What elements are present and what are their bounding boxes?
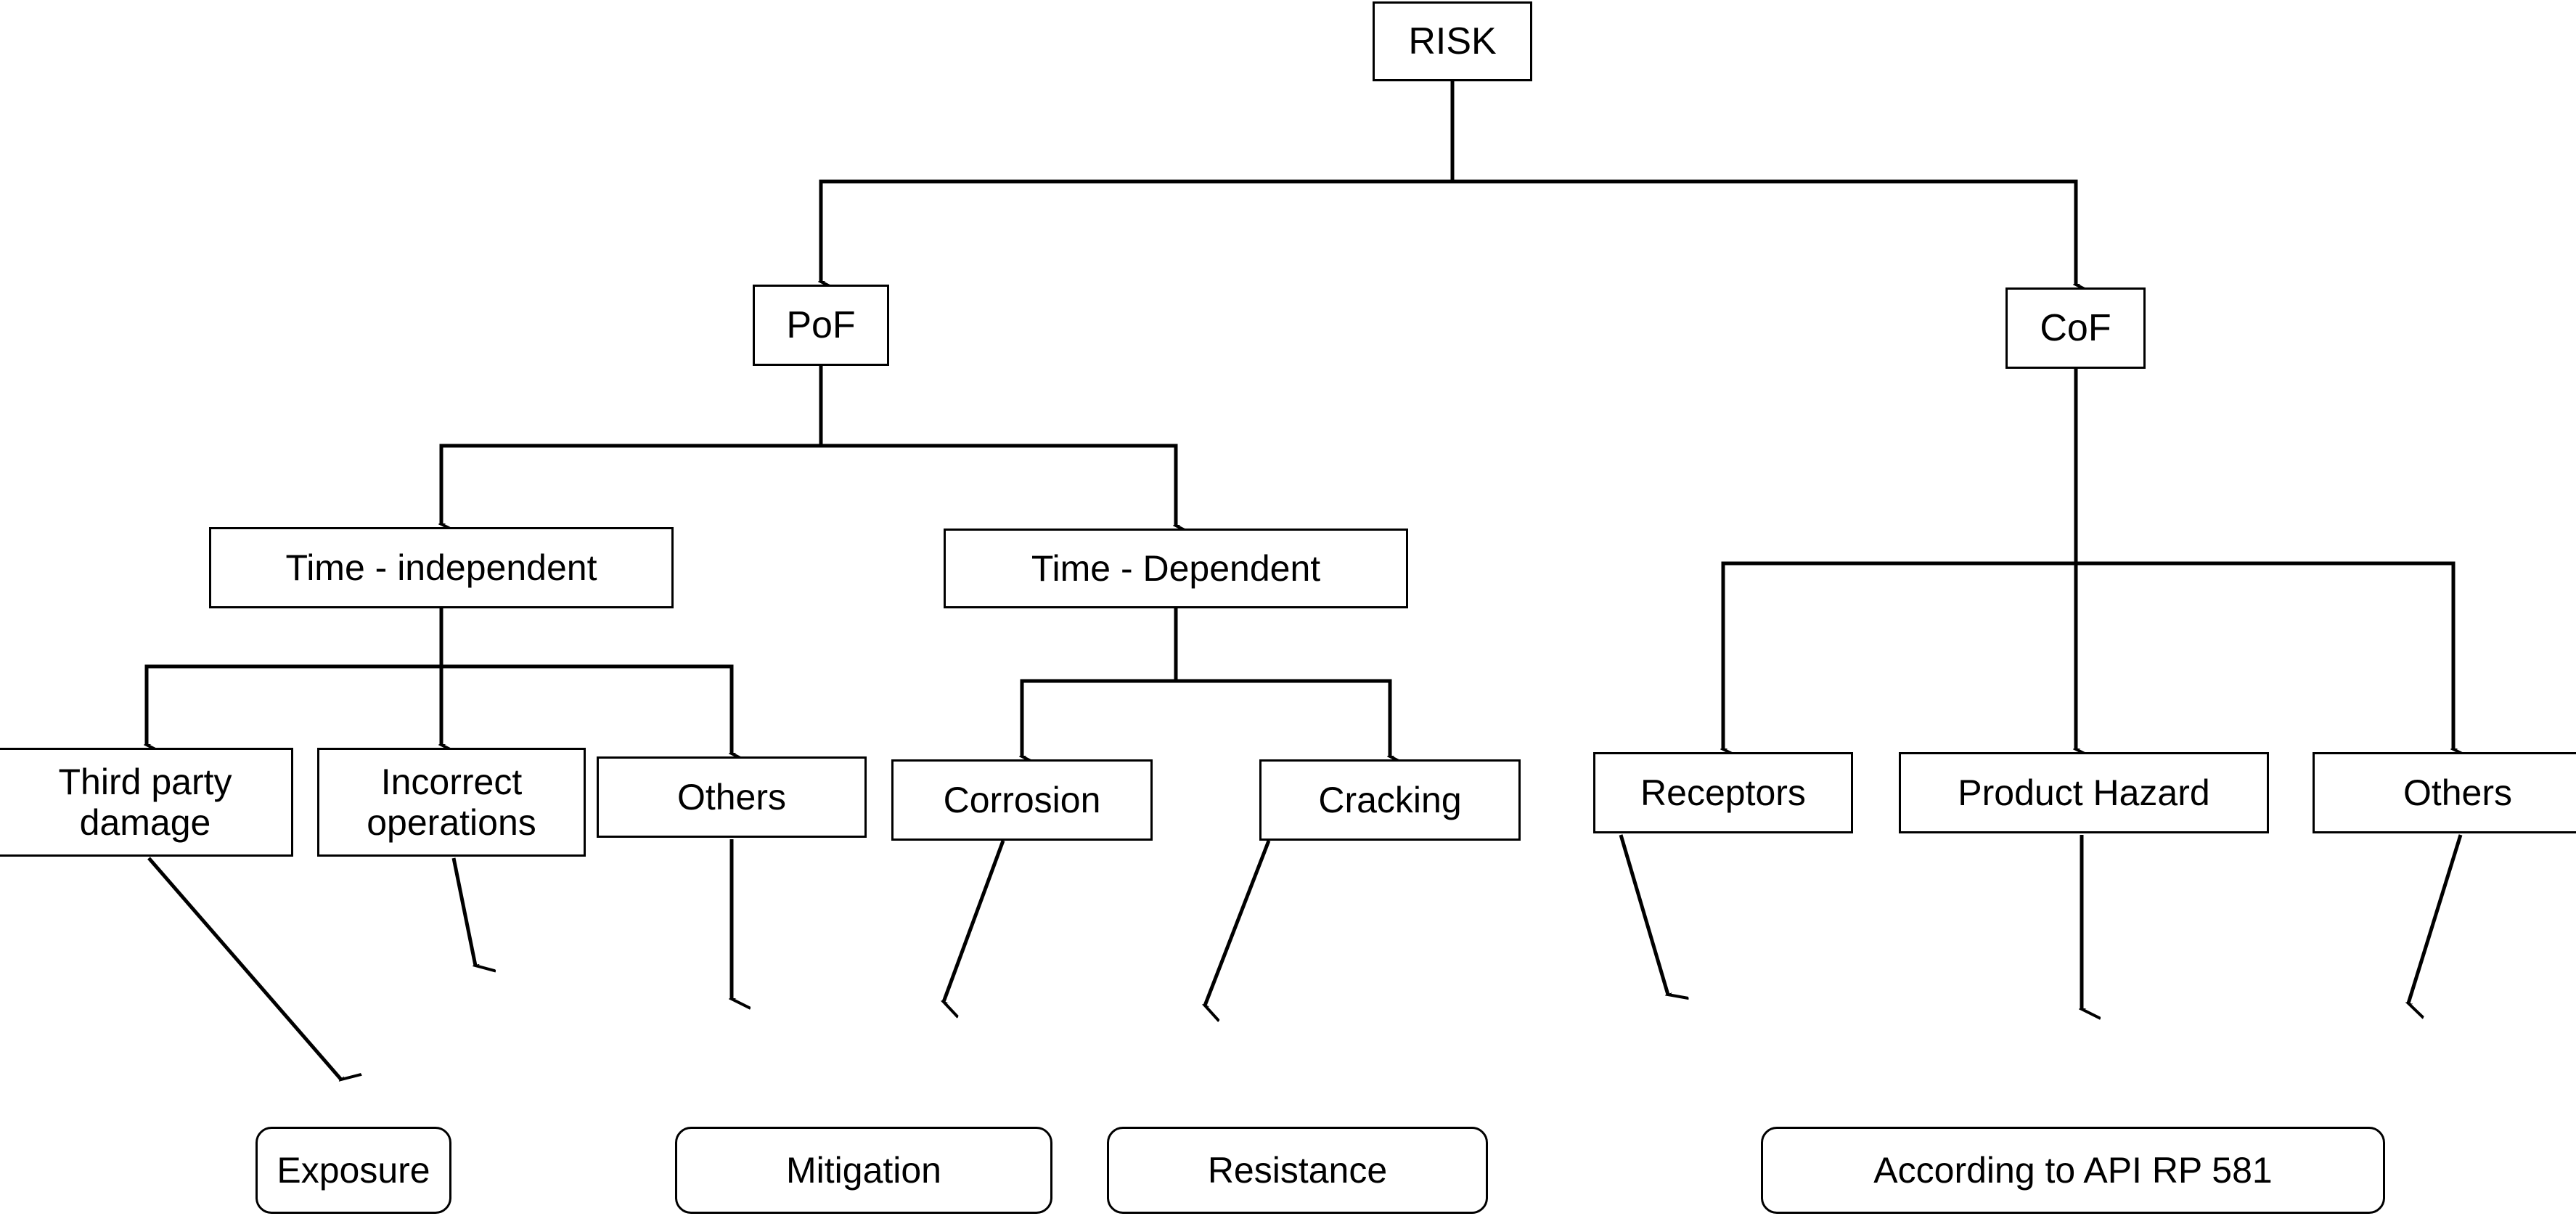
edge-cof-to-others xyxy=(2074,369,2453,749)
node-product-haz[interactable]: Product Hazard xyxy=(1899,752,2269,833)
node-others-pof[interactable]: Others xyxy=(597,756,867,838)
node-cracking[interactable]: Cracking xyxy=(1259,759,1521,841)
node-mitigation[interactable]: Mitigation xyxy=(675,1127,1052,1214)
node-others-cof[interactable]: Others xyxy=(2313,752,2576,833)
edge-corrosion-out xyxy=(944,840,1005,1002)
node-time-dep[interactable]: Time - Dependent xyxy=(944,529,1408,608)
node-resistance[interactable]: Resistance xyxy=(1107,1127,1488,1214)
edge-cof-to-receptors xyxy=(1723,369,2078,749)
edge-pof-to-time-independent xyxy=(441,366,823,524)
edge-receptors-out xyxy=(1619,834,1668,995)
edge-time-dependent-to-cracking xyxy=(1174,608,1390,756)
node-receptors[interactable]: Receptors xyxy=(1593,752,1853,833)
node-corrosion[interactable]: Corrosion xyxy=(891,759,1153,841)
node-pof[interactable]: PoF xyxy=(753,285,889,366)
node-exposure[interactable]: Exposure xyxy=(255,1127,451,1214)
edge-third-party-damage-out xyxy=(147,857,341,1080)
edge-time-dependent-to-corrosion xyxy=(1022,608,1178,756)
node-cof[interactable]: CoF xyxy=(2005,287,2146,369)
edge-others-cof-out xyxy=(2408,834,2463,1003)
edge-incorrect-operations-out xyxy=(451,857,475,966)
node-risk[interactable]: RISK xyxy=(1373,1,1532,81)
node-incorrect[interactable]: Incorrect operations xyxy=(317,748,586,857)
edge-cracking-out xyxy=(1205,840,1271,1005)
edge-pof-to-time-dependent xyxy=(819,366,1176,526)
node-time-indep[interactable]: Time - independent xyxy=(209,527,674,608)
edge-time-independent-to-others xyxy=(439,608,732,754)
edge-risk-to-cof xyxy=(1450,81,2076,285)
node-third-party[interactable]: Third party damage xyxy=(0,748,293,857)
node-api-581[interactable]: According to API RP 581 xyxy=(1761,1127,2385,1214)
edge-risk-to-pof xyxy=(821,81,1455,282)
edge-time-independent-to-third-party xyxy=(147,608,443,745)
